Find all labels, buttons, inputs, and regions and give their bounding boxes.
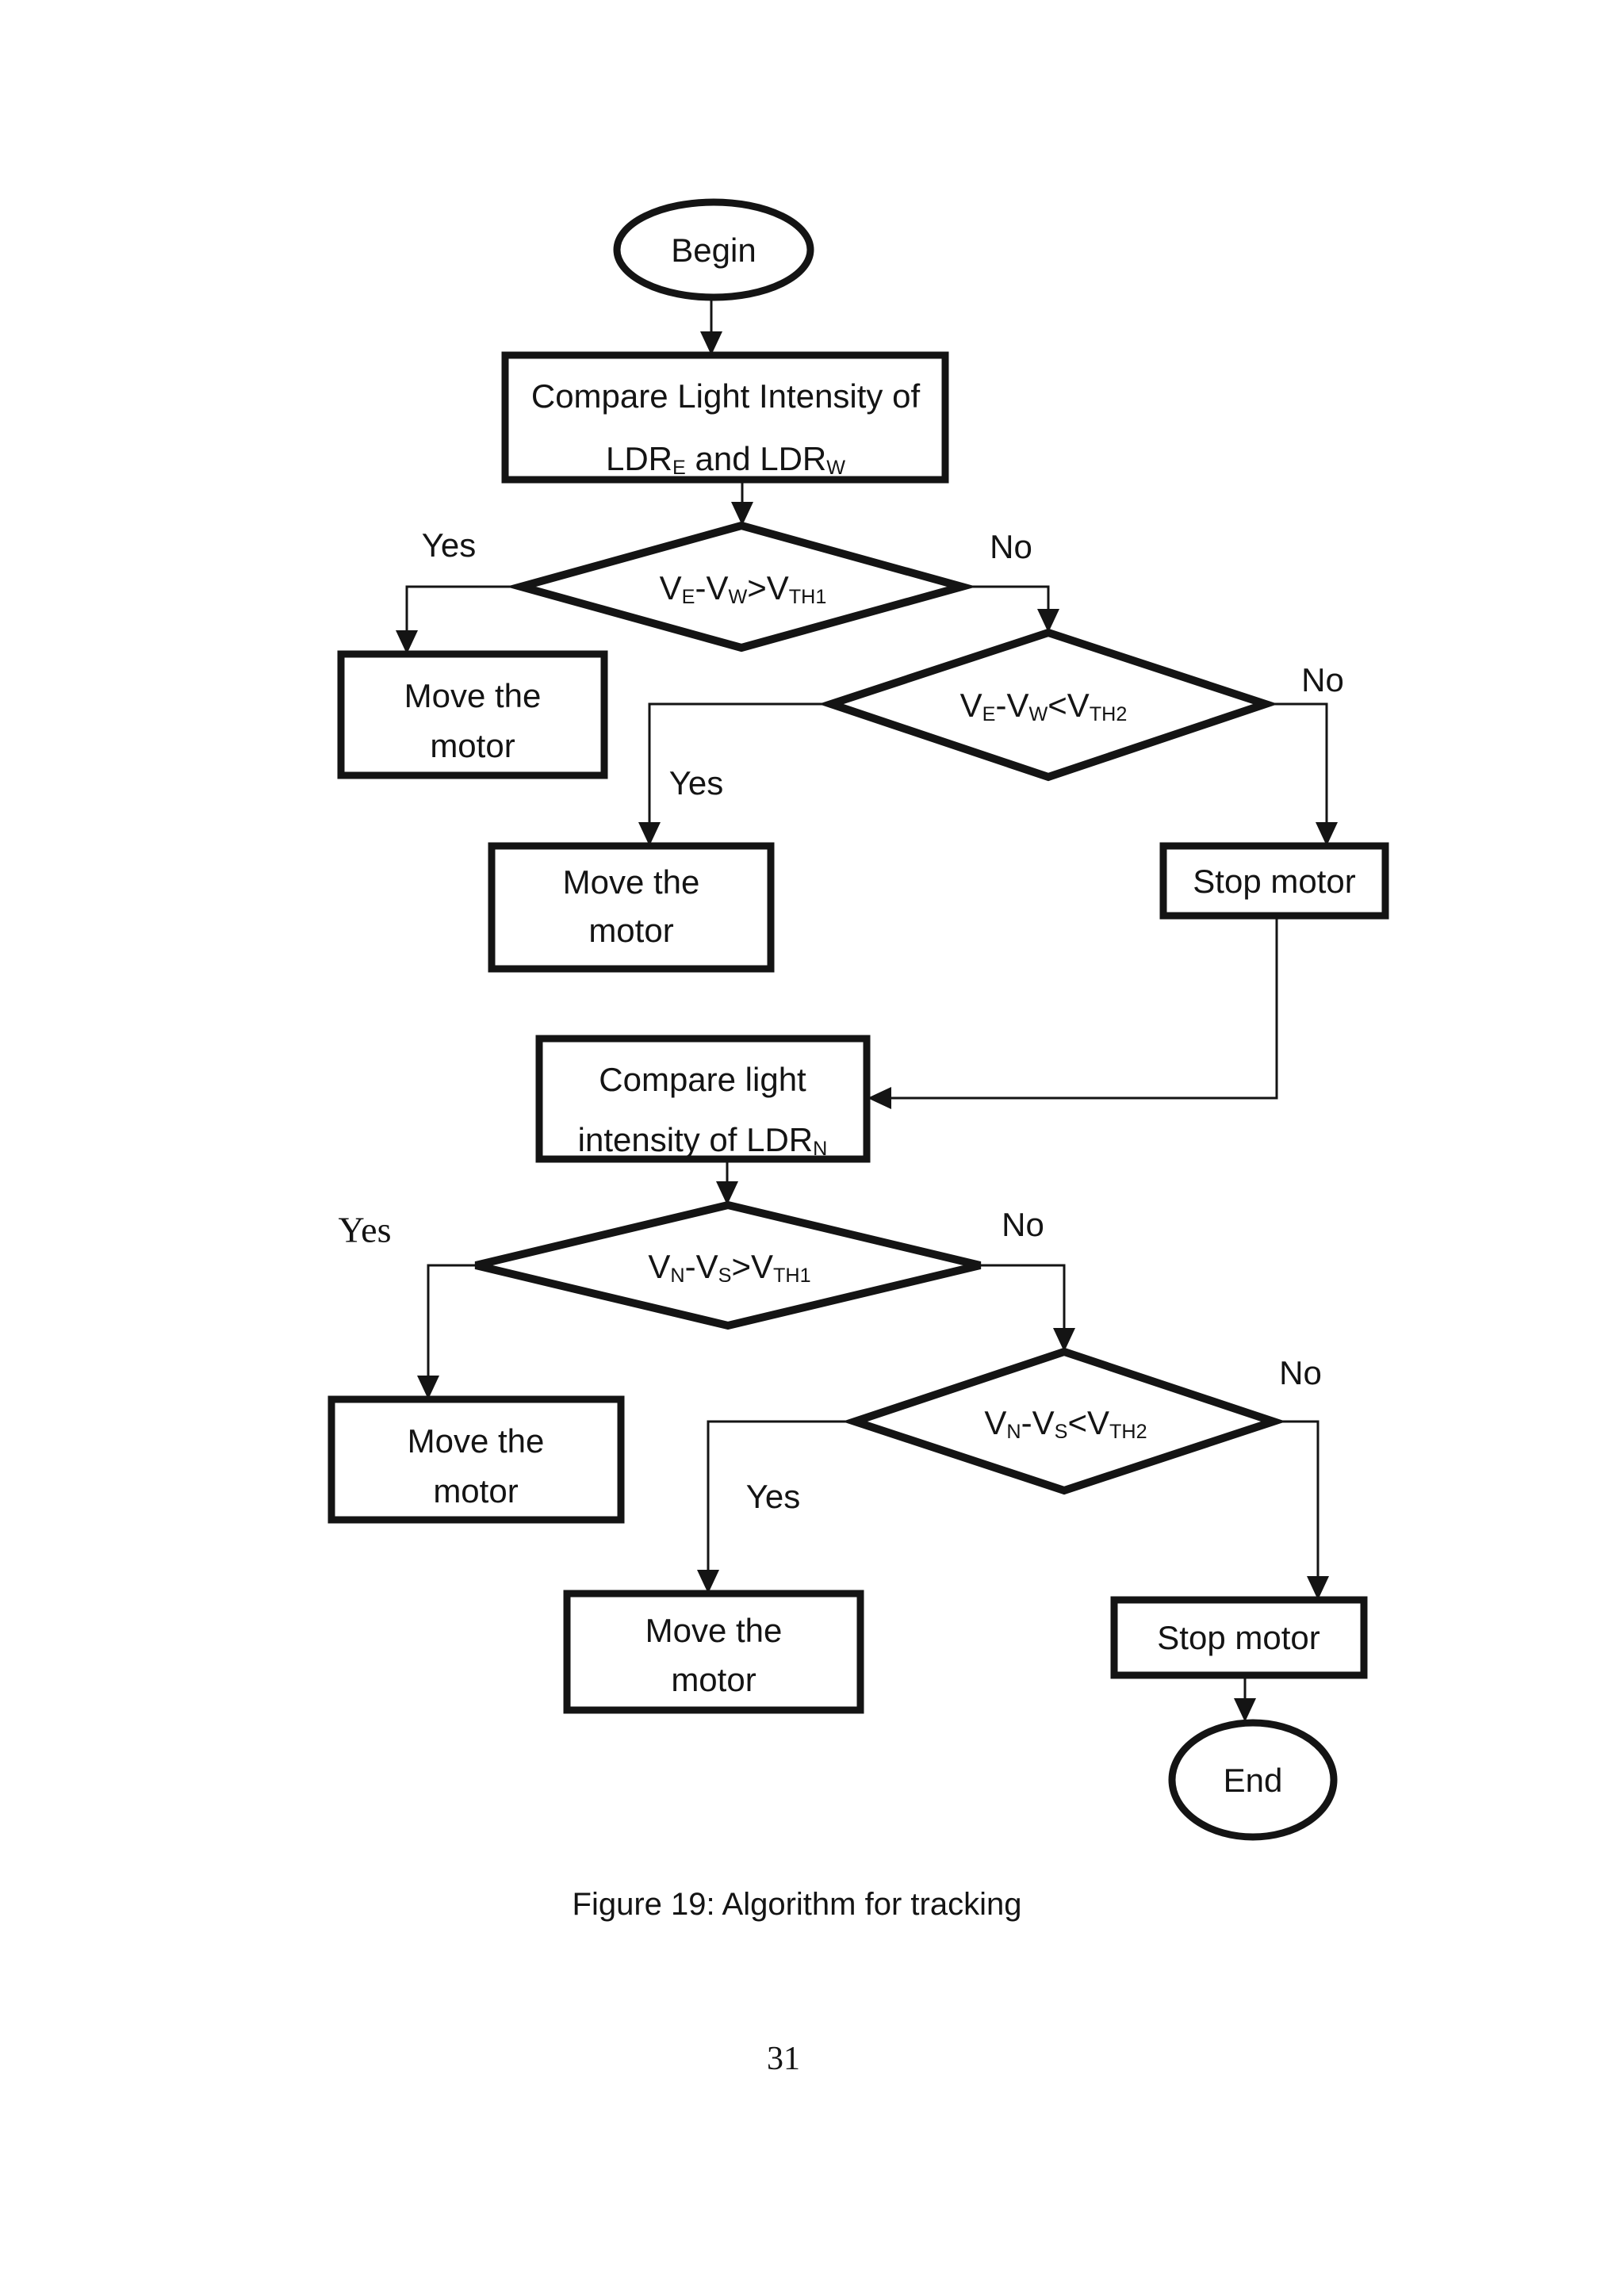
move-motor-1-line2: motor [430, 726, 515, 764]
move-motor-4-line2: motor [671, 1660, 756, 1698]
edge-decision1-yes [396, 585, 521, 654]
edge-decision3-no [980, 1264, 1075, 1352]
stop-motor-2-process-shape [1110, 1596, 1368, 1679]
edge-decision3-yes [417, 1264, 476, 1399]
decision4-label: VN-VS<VTH2 [984, 1403, 1147, 1443]
move-motor-2-process-shape [488, 842, 775, 973]
compare-n-process-shape [535, 1035, 871, 1163]
decision3-yes-label: Yes [338, 1209, 392, 1250]
stop-motor-1-label: Stop motor [1193, 862, 1356, 900]
figure-caption: Figure 19: Algorithm for tracking [572, 1887, 1022, 1922]
begin-terminator-shape [613, 198, 814, 301]
decision2-yes-label: Yes [668, 763, 724, 802]
compare-n-line2: intensity of LDRN [577, 1120, 828, 1160]
page-number: 31 [767, 2040, 800, 2077]
decision1-label: VE-VW>VTH1 [659, 568, 827, 608]
decision3-label: VN-VS>VTH1 [648, 1247, 811, 1287]
compare-ew-line1: Compare Light Intensity of [530, 377, 921, 415]
end-terminator-shape [1168, 1719, 1338, 1841]
move-motor-3-line2: motor [433, 1471, 519, 1510]
move-motor-4-line1: Move the [645, 1611, 783, 1649]
compare-ew-line2: LDRE and LDRW [605, 439, 846, 479]
move-motor-3-process-shape [327, 1395, 625, 1524]
move-motor-1-line1: Move the [404, 676, 542, 714]
begin-label: Begin [671, 231, 756, 269]
edge-decision1-no [962, 585, 1059, 633]
move-motor-4-process-shape [563, 1590, 864, 1714]
decision4-diamond-shape [842, 1347, 1286, 1495]
stop-motor-2-label: Stop motor [1157, 1618, 1320, 1656]
edge-decision2-no [1266, 702, 1338, 846]
decision2-label: VE-VW<VTH2 [959, 686, 1128, 725]
decision3-no-label: No [1002, 1205, 1044, 1243]
end-label: End [1223, 1761, 1283, 1799]
decision1-diamond-shape [506, 521, 977, 652]
decision1-yes-label: Yes [421, 526, 477, 564]
edge-decision2-yes [638, 702, 831, 846]
move-motor-1-process-shape [337, 650, 608, 779]
decision4-no-label: No [1279, 1353, 1322, 1391]
edge-decision4-yes [697, 1420, 855, 1594]
edge-decision4-no [1274, 1420, 1329, 1600]
decision2-diamond-shape [818, 628, 1278, 782]
compare-n-line1: Compare light [599, 1060, 806, 1098]
move-motor-3-line1: Move the [407, 1422, 545, 1460]
move-motor-2-line1: Move the [562, 863, 700, 901]
stop-motor-1-process-shape [1159, 842, 1389, 920]
decision4-yes-label: Yes [745, 1477, 801, 1515]
decision3-diamond-shape [474, 1200, 982, 1330]
decision2-no-label: No [1301, 660, 1344, 698]
edge-stop1-to-compare-n [868, 916, 1278, 1109]
decision1-no-label: No [990, 527, 1032, 565]
move-motor-2-line2: motor [588, 911, 674, 949]
compare-ew-process-shape [501, 351, 949, 484]
